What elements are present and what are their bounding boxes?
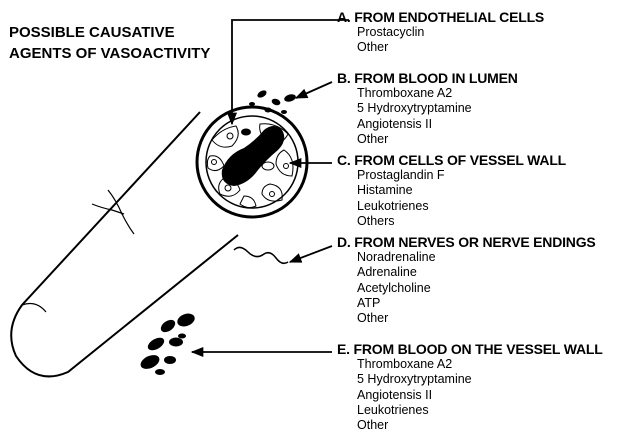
diagram-title: POSSIBLE CAUSATIVE AGENTS OF VASOACTIVIT… [9,22,249,64]
group-e-blood-on-vessel-wall: E. FROM BLOOD ON THE VESSEL WALL Thrombo… [337,341,603,433]
group-e-agent: 5 Hydroxytryptamine [357,372,603,387]
group-d-nerves-or-nerve-endings: D. FROM NERVES OR NERVE ENDINGS Noradren… [337,234,596,326]
group-c-heading: C. FROM CELLS OF VESSEL WALL [337,152,566,168]
group-c-agent-list: Prostaglandin F Histamine Leukotrienes O… [337,168,566,229]
group-b-agent-list: Thromboxane A2 5 Hydroxytryptamine Angio… [337,86,518,147]
group-d-agent: ATP [357,296,596,311]
group-b-heading: B. FROM BLOOD IN LUMEN [337,70,518,86]
group-a-heading: A. FROM ENDOTHELIAL CELLS [337,9,544,25]
leader-d-arrow [290,246,332,262]
group-c-cells-of-vessel-wall: C. FROM CELLS OF VESSEL WALL Prostagland… [337,152,566,229]
group-d-agent: Adrenaline [357,265,596,280]
group-e-agent: Thromboxane A2 [357,357,603,372]
group-c-agent: Leukotrienes [357,199,566,214]
group-b-agent: Other [357,132,518,147]
group-d-heading: D. FROM NERVES OR NERVE ENDINGS [337,234,596,250]
group-b-agent: Thromboxane A2 [357,86,518,101]
tube-nerve-fiber [92,190,134,234]
group-b-agent: 5 Hydroxytryptamine [357,101,518,116]
group-d-agent-list: Noradrenaline Adrenaline Acetylcholine A… [337,250,596,326]
group-e-agent: Other [357,418,603,433]
lumen-cell [241,129,251,136]
group-c-agent: Others [357,214,566,229]
group-a-agent: Prostacyclin [357,25,544,40]
group-c-agent: Histamine [357,183,566,198]
group-a-agent: Other [357,40,544,55]
group-d-agent: Noradrenaline [357,250,596,265]
leader-b-arrow [296,82,332,98]
vessel-cross-section [197,107,307,217]
group-d-agent: Other [357,311,596,326]
group-e-agent: Angiotensis II [357,388,603,403]
title-line-1: POSSIBLE CAUSATIVE [9,22,249,43]
title-line-2: AGENTS OF VASOACTIVITY [9,43,249,64]
group-e-heading: E. FROM BLOOD ON THE VESSEL WALL [337,341,603,357]
group-c-agent: Prostaglandin F [357,168,566,183]
group-a-endothelial-cells: A. FROM ENDOTHELIAL CELLS Prostacyclin O… [337,9,544,56]
group-e-agent-list: Thromboxane A2 5 Hydroxytryptamine Angio… [337,357,603,433]
group-b-agent: Angiotensis II [357,117,518,132]
group-d-agent: Acetylcholine [357,281,596,296]
group-e-agent: Leukotrienes [357,403,603,418]
group-a-agent-list: Prostacyclin Other [337,25,544,56]
wall-blood-clot [138,311,196,375]
nerve-ending [234,247,288,263]
group-b-blood-in-lumen: B. FROM BLOOD IN LUMEN Thromboxane A2 5 … [337,70,518,147]
lumen-cell [262,162,274,170]
